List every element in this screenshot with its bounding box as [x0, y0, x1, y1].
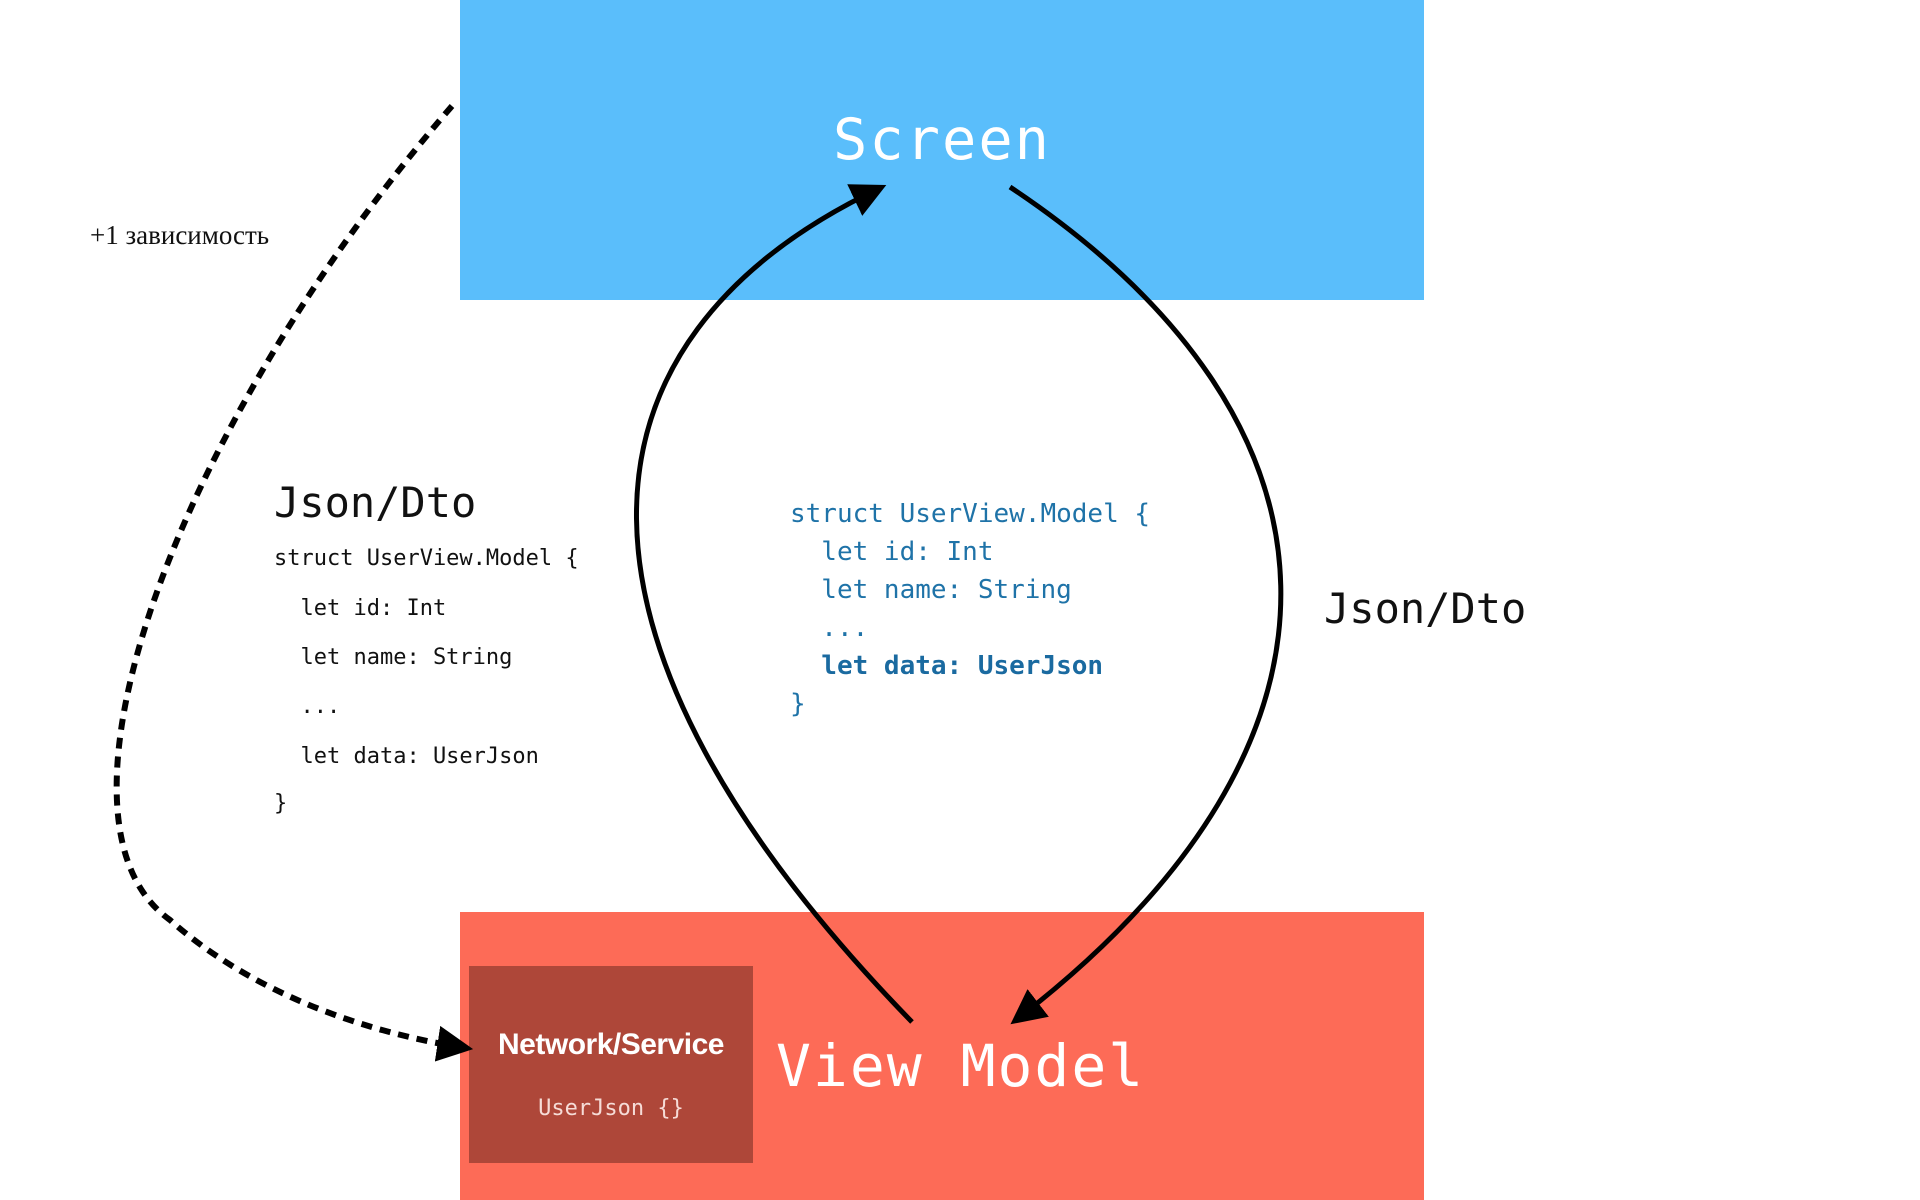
screen-block [460, 0, 1424, 300]
center-code-line: let id: Int [790, 537, 994, 567]
dependency-label: +1 зависимость [90, 220, 270, 250]
network-service-title: Network/Service [498, 1028, 724, 1061]
left-code-line: let data: UserJson [274, 744, 539, 769]
left-code-line: let name: String [274, 645, 513, 670]
center-code-line: ... [790, 613, 869, 643]
right-json-dto-label: Json/Dto [1324, 584, 1527, 633]
screen-label: Screen [833, 107, 1051, 173]
network-service-subtitle: UserJson {} [538, 1096, 684, 1121]
center-code-line: struct UserView.Model { [790, 499, 1151, 529]
left-code-line: ... [274, 694, 341, 719]
screen-to-vm-arrow [1008, 184, 1284, 1025]
left-code-line: } [274, 791, 288, 816]
left-json-dto-heading: Json/Dto [274, 478, 477, 527]
left-code-line: struct UserView.Model { [274, 546, 579, 571]
network-service-block [469, 966, 753, 1163]
center-code-line-highlighted: let data: UserJson [790, 651, 1104, 681]
center-code-line: } [790, 689, 806, 719]
dependency-dashed-arrow [113, 104, 474, 1062]
view-model-label: View Model [776, 1032, 1146, 1100]
center-code-line: let name: String [790, 575, 1072, 605]
left-code-line: let id: Int [274, 596, 447, 621]
vm-to-screen-arrow [634, 184, 914, 1024]
